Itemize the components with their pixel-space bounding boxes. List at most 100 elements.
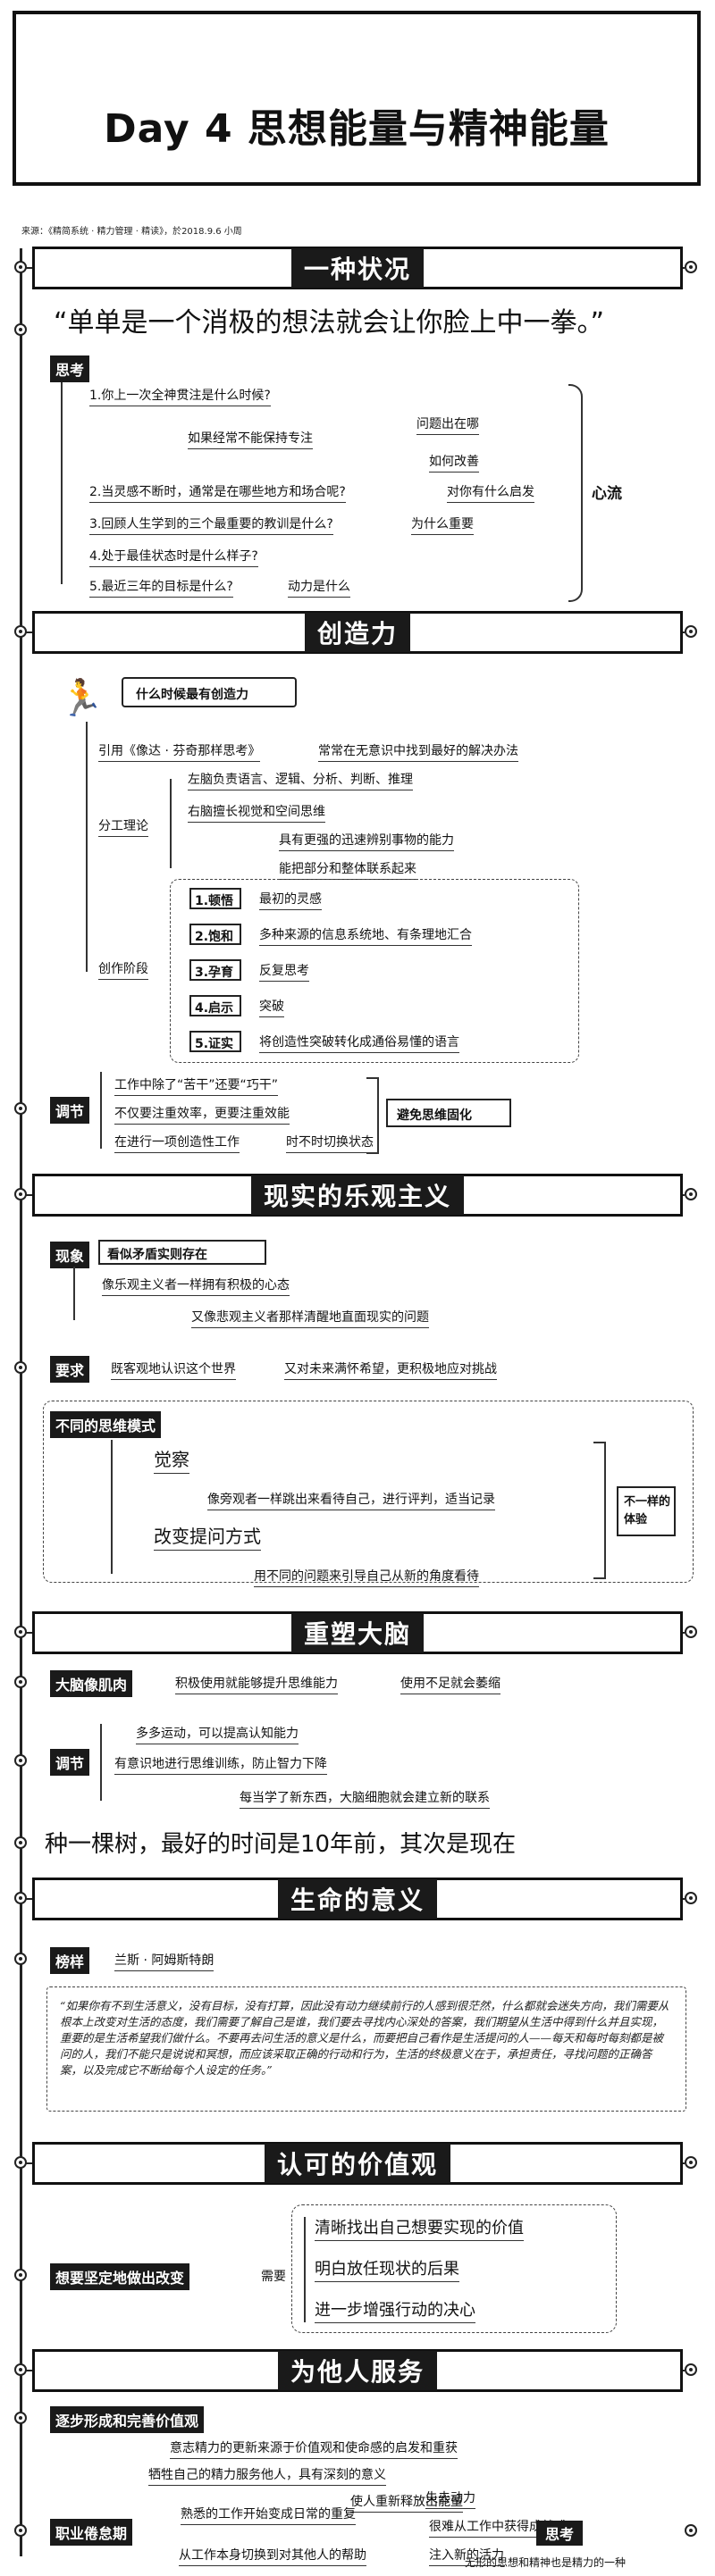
question-2: 2.当灵感不断时，通常是在哪些地方和场合呢? xyxy=(89,482,346,503)
mode-result: 不一样的体验 xyxy=(624,1495,671,1526)
stages-box xyxy=(170,879,579,1063)
question-3: 3.回顾人生学到的三个最重要的教训是什么? xyxy=(89,514,333,535)
branch-line xyxy=(100,1072,102,1149)
quote: “单单是一个消极的想法就会让你脸上中一拳。” xyxy=(54,307,605,339)
timeline-node xyxy=(685,1892,697,1904)
timeline-node xyxy=(14,1892,27,1904)
burnout-1: 熟悉的工作开始变成日常的重复 xyxy=(181,2505,356,2525)
timeline-node xyxy=(685,2363,697,2376)
phenomenon-1: 像乐观主义者一样拥有积极的心态 xyxy=(102,1275,290,1296)
theory-label: 分工理论 xyxy=(98,816,148,837)
stage-desc: 将创造性突破转化成通俗易懂的语言 xyxy=(259,1033,459,1053)
section-title: 为他人服务 xyxy=(277,2351,437,2390)
thinker-figure-icon: 🏃 xyxy=(59,678,104,719)
brain-use: 积极使用就能够提升思维能力 xyxy=(175,1674,338,1694)
timeline-node xyxy=(14,2363,27,2376)
tag-adjust: 调节 xyxy=(50,1749,90,1776)
section-title: 生命的意义 xyxy=(277,1879,437,1919)
mode-aware: 觉察 xyxy=(154,1445,189,1474)
mode-question-desc: 用不同的问题来引导自己从新的角度看待 xyxy=(254,1567,479,1587)
citation-note: 常常在无意识中找到最好的解决办法 xyxy=(318,741,518,762)
page-title: Day 4 思想能量与精神能量 xyxy=(104,106,610,152)
section-banner-3: 现实的乐观主义 xyxy=(32,1174,683,1217)
section-title: 认可的价值观 xyxy=(264,2144,450,2183)
adjust-1: 多多运动，可以提高认知能力 xyxy=(136,1724,299,1744)
section-title: 重塑大脑 xyxy=(290,1613,424,1652)
timeline-node xyxy=(685,625,697,638)
timeline-node xyxy=(685,1188,697,1200)
timeline-node xyxy=(14,2524,27,2537)
burnout-1b: 很难从工作中获得成就感 xyxy=(429,2517,567,2538)
value-2: 明白放任现状的后果 xyxy=(315,2256,459,2282)
timeline-spine xyxy=(20,248,22,2556)
right-brain-1: 具有更强的迅速辨别事物的能力 xyxy=(279,831,454,851)
service-3: 使人重新释放出能量 xyxy=(350,2492,463,2513)
quote-box: “如果你有不到生活意义，没有目标，没有打算，因此没有动力继续前行的人感到很茫然，… xyxy=(46,1986,686,2112)
adjust-result: 避免思维固化 xyxy=(397,1108,472,1123)
timeline-node xyxy=(14,1754,27,1767)
tag-change: 想要坚定地做出改变 xyxy=(50,2263,190,2290)
section-banner-1: 一种状况 xyxy=(32,247,683,289)
branch-line xyxy=(170,779,172,868)
left-brain: 左脑负责语言、逻辑、分析、判断、推理 xyxy=(188,770,413,790)
armstrong-quote: “如果你有不到生活意义，没有目标，没有打算，因此没有动力继续前行的人感到很茫然，… xyxy=(60,1999,669,2077)
stage-desc: 突破 xyxy=(259,997,284,1017)
section-title: 现实的乐观主义 xyxy=(250,1175,464,1215)
stage-5: 5.证实 xyxy=(189,1031,241,1052)
tag-values-form: 逐步形成和完善价值观 xyxy=(50,2406,205,2433)
timeline-node xyxy=(14,1626,27,1638)
stage-name: 2.饱和 xyxy=(195,930,234,944)
right-brain-2: 能把部分和整体联系起来 xyxy=(279,859,416,880)
branch-line xyxy=(61,382,63,584)
timeline-node xyxy=(14,2412,27,2424)
section-banner-2: 创造力 xyxy=(32,611,683,654)
tag-brain-muscle: 大脑像肌肉 xyxy=(50,1670,133,1697)
timeline-node xyxy=(685,1626,697,1638)
timeline-node xyxy=(14,323,27,336)
timeline-node xyxy=(14,625,27,638)
phenomenon-box: 看似矛盾实则存在 xyxy=(98,1240,266,1265)
tag-think: 思考 xyxy=(50,355,90,382)
branch-line xyxy=(111,1440,113,1574)
question-2a: 对你有什么启发 xyxy=(447,482,534,503)
stage-3: 3.孕育 xyxy=(189,959,241,981)
timeline-node xyxy=(14,1953,27,1965)
question-box: 什么时候最有创造力 xyxy=(122,677,297,707)
result-box: 不一样的体验 xyxy=(617,1486,676,1536)
section-title: 创造力 xyxy=(304,613,410,652)
timeline-node xyxy=(685,261,697,273)
section-banner-5: 生命的意义 xyxy=(32,1878,683,1920)
tag-burnout: 职业倦怠期 xyxy=(50,2519,133,2546)
adjust-1: 工作中除了“苦干”还要“巧干” xyxy=(114,1075,279,1096)
stage-name: 4.启示 xyxy=(195,1001,234,1016)
right-brain: 右脑擅长视觉和空间思维 xyxy=(188,802,325,823)
mode-aware-desc: 像旁观者一样跳出来看待自己，进行评判，适当记录 xyxy=(207,1490,495,1510)
source-note: 来源：《精简系统 · 精力管理 · 精读》，於2018.9.6 小周 xyxy=(21,227,242,237)
section-banner-4: 重塑大脑 xyxy=(32,1611,683,1654)
service-1: 意志精力的更新来源于价值观和使命感的启发和重获 xyxy=(170,2438,458,2459)
need-label: 需要 xyxy=(261,2270,286,2284)
question-1b: 问题出在哪 xyxy=(416,414,479,435)
phenomenon-2: 又像悲观主义者那样清醒地直面现实的问题 xyxy=(191,1308,429,1328)
adjust-3b: 时不时切换状态 xyxy=(286,1133,374,1153)
question-4: 4.处于最佳状态时是什么样子? xyxy=(89,547,258,567)
requirement-2: 又对未来满怀希望，更积极地应对挑战 xyxy=(284,1359,497,1380)
model-person: 兰斯 · 阿姆斯特朗 xyxy=(114,1951,214,1971)
timeline-node xyxy=(14,1836,27,1849)
stage-1: 1.顿悟 xyxy=(189,888,241,909)
bracket xyxy=(366,1077,379,1154)
adjust-3: 每当学了新东西，大脑细胞就会建立新的联系 xyxy=(240,1788,490,1809)
burnout-2a: 注入新的活力 xyxy=(429,2546,504,2566)
question-1a: 如果经常不能保持专注 xyxy=(188,429,313,449)
tag-requirement: 要求 xyxy=(50,1356,90,1383)
timeline-node xyxy=(14,2156,27,2169)
timeline-node xyxy=(685,2156,697,2169)
branch-line xyxy=(73,1267,75,1320)
stage-desc: 多种来源的信息系统地、有条理地汇合 xyxy=(259,925,472,946)
branch-line xyxy=(86,722,88,972)
thinking-mode-box xyxy=(43,1401,694,1583)
timeline-node xyxy=(14,2269,27,2281)
mode-question: 改变提问方式 xyxy=(154,1522,261,1551)
tag-adjust: 调节 xyxy=(50,1097,90,1124)
stage-name: 5.证实 xyxy=(195,1037,234,1051)
